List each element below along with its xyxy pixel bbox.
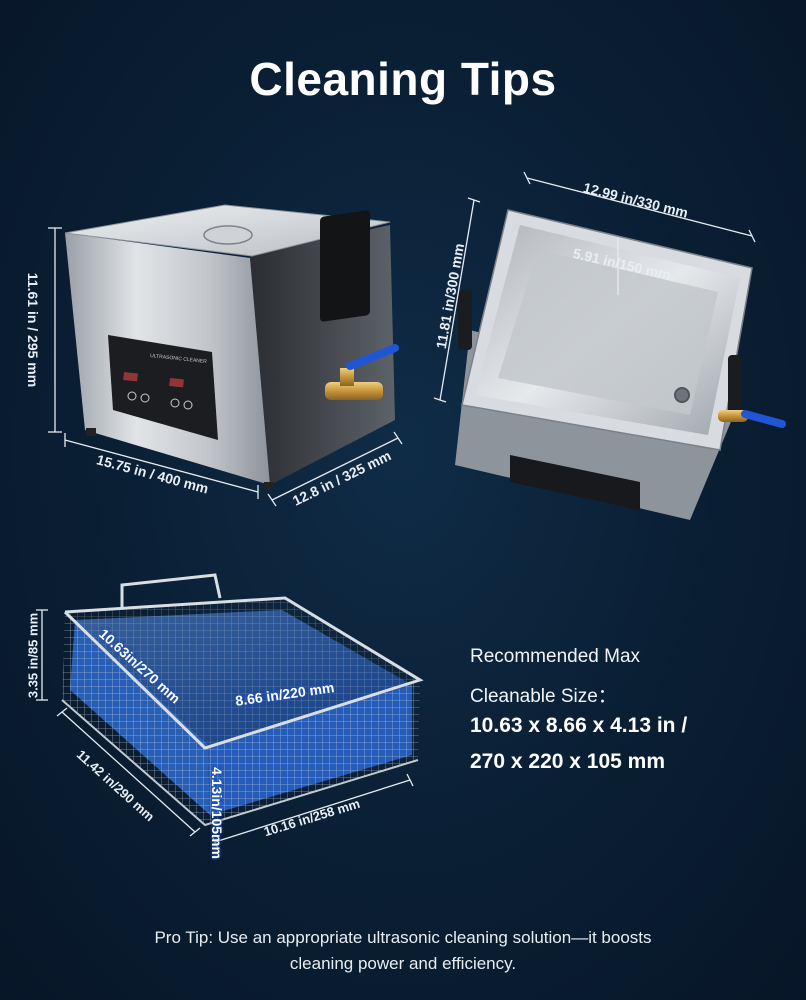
pro-tip-line-1: Pro Tip: Use an appropriate ultrasonic c… [154, 928, 652, 947]
recommend-size-in: 10.63 x 8.66 x 4.13 in / [470, 714, 688, 737]
valve-handle-icon [346, 344, 399, 370]
valve-handle-icon-2 [741, 410, 786, 428]
pro-tip: Pro Tip: Use an appropriate ultrasonic c… [0, 925, 806, 977]
recommend-size-mm: 270 x 220 x 105 mm [470, 750, 665, 773]
dim-height-outer: 11.61 in / 295 mm [25, 272, 41, 388]
ultrasonic-cleaner-closed: ULTRASONIC CLEANER [64, 204, 399, 490]
dimension-lines [36, 171, 756, 849]
recommend-line-1: Recommended Max [470, 646, 641, 667]
page-title: Cleaning Tips [249, 53, 557, 105]
recommend-line-2: Cleanable Size： [470, 686, 617, 707]
dim-max-height: 4.13in/105mm [209, 767, 225, 859]
panel-label: ULTRASONIC CLEANER [150, 353, 208, 365]
pro-tip-line-2: cleaning power and efficiency. [289, 954, 517, 973]
dim-basket-height: 3.35 in/85 mm [25, 612, 41, 699]
cleaning-basket [61, 573, 424, 827]
ultrasonic-cleaner-open [455, 209, 786, 520]
